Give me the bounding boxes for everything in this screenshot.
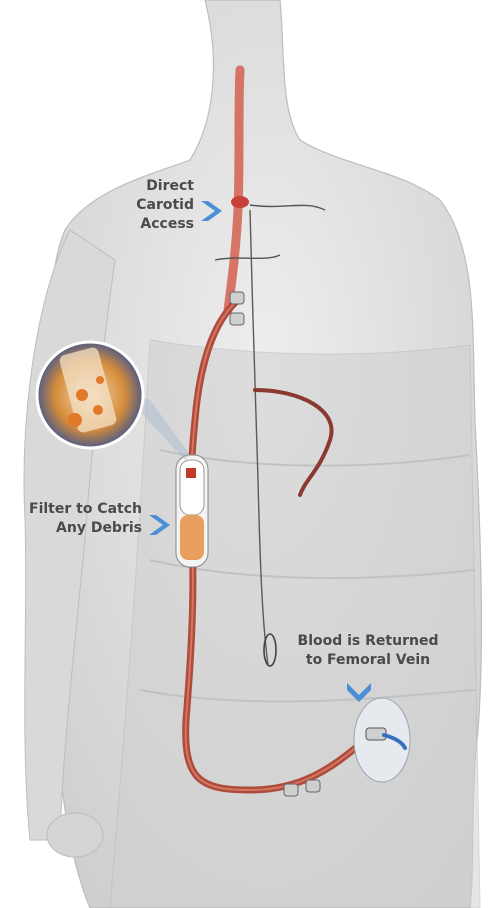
connector bbox=[306, 780, 320, 792]
incision-site bbox=[231, 196, 249, 208]
carotid-label-line-1: Direct bbox=[128, 177, 194, 196]
chevron-down-icon bbox=[344, 680, 374, 706]
chevron-right-icon bbox=[198, 198, 228, 224]
carotid-label-line-2: Carotid bbox=[128, 196, 194, 215]
connector bbox=[284, 784, 298, 796]
carotid-access-label: Direct Carotid Access bbox=[128, 177, 194, 234]
connector bbox=[230, 313, 244, 325]
filter-device bbox=[176, 455, 208, 567]
filter-label: Filter to Catch Any Debris bbox=[10, 500, 142, 538]
return-label-line-2: to Femoral Vein bbox=[278, 651, 458, 670]
femoral-access-site bbox=[354, 698, 410, 782]
connector bbox=[230, 292, 244, 304]
carotid-label-line-3: Access bbox=[128, 215, 194, 234]
femoral-return-label: Blood is Returned to Femoral Vein bbox=[278, 632, 458, 670]
chevron-right-icon bbox=[146, 512, 176, 538]
filter-label-line-1: Filter to Catch bbox=[10, 500, 142, 519]
return-label-line-1: Blood is Returned bbox=[278, 632, 458, 651]
hand bbox=[47, 813, 103, 857]
filter-label-line-2: Any Debris bbox=[10, 519, 142, 538]
